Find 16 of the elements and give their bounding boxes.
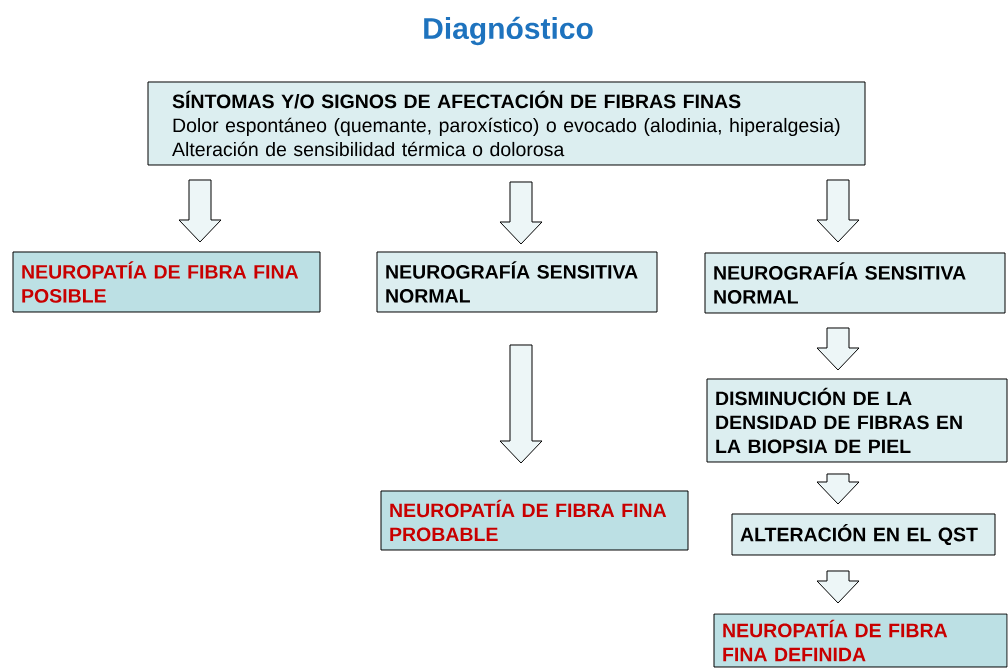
result-box: NEUROPATÍA DE FIBRA FINA PROBABLE [380, 490, 689, 551]
process-box: NEUROGRAFÍA SENSITIVA NORMAL [704, 252, 1006, 314]
title: Diagnóstico [424, 16, 593, 46]
block-arrow [816, 473, 860, 505]
process-box: ALTERACIÓN EN EL QST [731, 513, 996, 556]
block-arrow [816, 570, 860, 604]
result-box: NEUROPATÍA DE FIBRA FINA POSIBLE [12, 251, 321, 313]
block-arrow [178, 179, 222, 243]
block-arrow [816, 327, 860, 371]
block-arrow [499, 344, 543, 464]
process-box: SÍNTOMAS Y/O SIGNOS DE AFECTACIÓN DE FIBRAS FINAS Dolor espontáneo (quemante, paroxístico) o evocado (alodinia, hiperalgesia) Alteración de sensibilidad térmica o dolorosa [147, 81, 866, 166]
process-box: NEUROGRAFÍA SENSITIVA NORMAL [376, 251, 658, 313]
block-arrow [499, 181, 543, 245]
result-box: NEUROPATÍA DE FIBRA FINA DEFINIDA [713, 613, 1008, 668]
process-box: DISMINUCIÓN DE LA DENSIDAD DE FIBRAS EN LA BIOPSIA DE PIEL [706, 378, 1008, 463]
block-arrow [816, 179, 860, 243]
